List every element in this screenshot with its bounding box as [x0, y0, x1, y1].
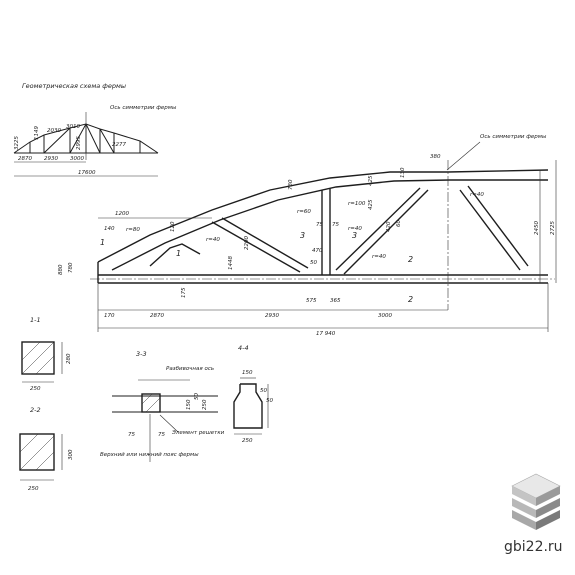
schema-h1: 3225	[14, 136, 20, 150]
schema-span2: 2930	[44, 156, 58, 162]
section-2-height: 300	[68, 449, 74, 460]
misc-label-175: 175	[181, 287, 187, 298]
brand-logo-icon	[511, 473, 561, 530]
misc-label-75b: 75	[332, 222, 339, 228]
main-dim-420: 420	[386, 221, 392, 232]
main-truss	[90, 160, 555, 310]
main-dim-2450: 2450	[534, 221, 540, 235]
schema-total: 17600	[78, 170, 96, 176]
bottom-dim-365: 365	[330, 298, 341, 304]
main-dim-380: 380	[430, 154, 441, 160]
section-mark-3a: 3	[300, 231, 305, 240]
section-2-title: 2-2	[30, 406, 41, 414]
radius-label-7: r=40	[470, 192, 484, 198]
radius-label-4: r=100	[348, 201, 366, 207]
section-mark-1a: 1	[100, 238, 105, 247]
brand-text: gbi22.ru	[504, 539, 563, 555]
main-dim-2725: 2725	[550, 221, 556, 235]
bottom-dim-575: 575	[306, 298, 317, 304]
schema-title: Геометрическая схема фермы	[22, 82, 126, 90]
schema-span3: 3000	[70, 156, 84, 162]
main-dim-425b: 425	[368, 199, 374, 210]
section-3-dim-75b: 75	[158, 432, 165, 438]
misc-label-60: 60	[396, 220, 402, 227]
schema-h2: 1149	[34, 126, 40, 140]
section-1-height: 280	[66, 353, 72, 364]
main-axis-note: Ось симметрии фермы	[480, 134, 547, 140]
section-mark-3b: 3	[352, 231, 357, 240]
section-3-title: 3-3	[136, 350, 147, 358]
radius-label-3: r=60	[297, 209, 311, 215]
section-4-dim-50a: 50	[260, 388, 267, 394]
section-1-title: 1-1	[30, 316, 41, 324]
section-mark-2a: 2	[408, 255, 413, 264]
main-dim-470: 470	[312, 248, 323, 254]
axis-leader	[446, 141, 481, 171]
section-4-dim-250: 250	[242, 438, 253, 444]
main-dim-130: 130	[400, 167, 406, 178]
radius-label-1: r=80	[126, 227, 140, 233]
section-4-dim-50b: 50	[266, 398, 273, 404]
section-3-shape	[112, 379, 218, 462]
schema-truss	[13, 112, 159, 177]
section-3-dim-250: 250	[202, 399, 208, 410]
section-3-dim-75a: 75	[128, 432, 135, 438]
schema-h4: 3010	[66, 124, 80, 130]
section-4-shape	[233, 377, 269, 435]
main-dim-1200: 1200	[115, 211, 129, 217]
schema-span1: 2870	[18, 156, 32, 162]
section-4-title: 4-4	[238, 344, 249, 352]
section-mark-1b: 1	[176, 249, 181, 258]
bottom-dim-3000: 3000	[378, 313, 392, 319]
main-dim-780: 780	[68, 262, 74, 273]
section-3-note-chord: Верхний или нижний пояс фермы	[100, 452, 199, 458]
main-total-dim: 17 940	[316, 331, 336, 337]
main-dim-880: 880	[58, 264, 64, 275]
section-mark-2b: 2	[408, 295, 413, 304]
section-3-dim-50: 50	[194, 393, 200, 400]
bottom-dim-2870: 2870	[150, 313, 164, 319]
bottom-dim-2930: 2930	[265, 313, 279, 319]
section-3-note-element: Элемент решетки	[171, 430, 225, 436]
main-dim-730: 730	[288, 179, 294, 190]
section-3-note-axis: Разбивочная ось	[166, 366, 214, 372]
main-dim-425a: 425	[368, 175, 374, 186]
section-2-shape	[19, 433, 63, 481]
misc-label-50: 50	[310, 260, 317, 266]
bottom-dim-170: 170	[104, 313, 115, 319]
schema-h6: 2277	[112, 142, 126, 148]
radius-label-2: r=40	[206, 237, 220, 243]
main-dim-2200: 2200	[244, 236, 250, 250]
schema-h5: 2995	[76, 136, 82, 150]
radius-label-6: r=40	[372, 254, 386, 260]
section-3-dim-150: 150	[186, 399, 192, 410]
radius-label-5: r=40	[348, 226, 362, 232]
misc-label-140: 140	[104, 226, 115, 232]
schema-h3: 2030	[47, 128, 61, 134]
section-2-width: 250	[28, 486, 39, 492]
schema-axis-note: Ось симметрии фермы	[110, 105, 177, 111]
section-1-shape	[21, 341, 63, 383]
misc-label-75a: 75	[316, 222, 323, 228]
section-1-width: 250	[30, 386, 41, 392]
misc-label-120: 120	[170, 221, 176, 232]
main-dim-1448: 1448	[228, 256, 234, 270]
section-4-dim-150: 150	[242, 370, 253, 376]
